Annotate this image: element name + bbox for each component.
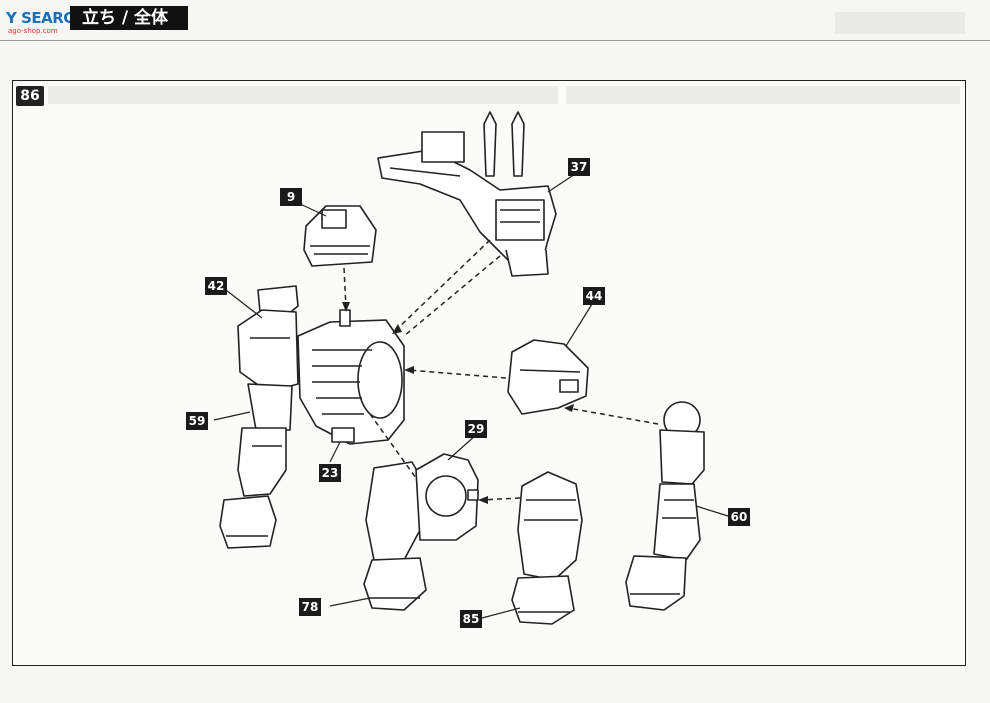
faded-caption-bar: [48, 86, 558, 104]
part-callout-23: 23: [319, 464, 341, 482]
part-37-weapon-unit: [377, 111, 557, 277]
part-23-torso: [297, 309, 405, 445]
part-callout-29: 29: [465, 420, 487, 438]
part-60-leg: [625, 401, 705, 611]
faded-header-tab: [835, 12, 965, 34]
part-29-78-rear-leg: [363, 453, 479, 611]
part-callout-44: 44: [583, 287, 605, 305]
faded-caption-bar: [566, 86, 960, 104]
part-callout-78: 78: [299, 598, 321, 616]
part-callout-42: 42: [205, 277, 227, 295]
site-logo: Y SEARCH ago-shop.com: [2, 3, 90, 35]
part-42-59-front-leg: [219, 285, 299, 549]
part-callout-59: 59: [186, 412, 208, 430]
assembly-guides: [343, 239, 659, 501]
part-85-rear-leg: [511, 471, 583, 625]
logo-url: ago-shop.com: [8, 27, 58, 35]
callout-leaders: [213, 171, 729, 619]
instruction-frame: [12, 80, 966, 666]
section-title: 立ち / 全体: [70, 6, 188, 30]
page-header: Y SEARCH ago-shop.com 立ち / 全体: [0, 0, 990, 40]
header-divider: [0, 40, 990, 41]
arrow-heads: [342, 302, 574, 504]
part-callout-9: 9: [280, 188, 302, 206]
part-callout-60: 60: [728, 508, 750, 526]
part-callout-37: 37: [568, 158, 590, 176]
part-44-armor: [507, 339, 589, 415]
logo-text: Y SEARCH: [6, 9, 86, 27]
step-number: 86: [16, 86, 44, 106]
part-9-head: [303, 205, 377, 267]
part-callout-85: 85: [460, 610, 482, 628]
